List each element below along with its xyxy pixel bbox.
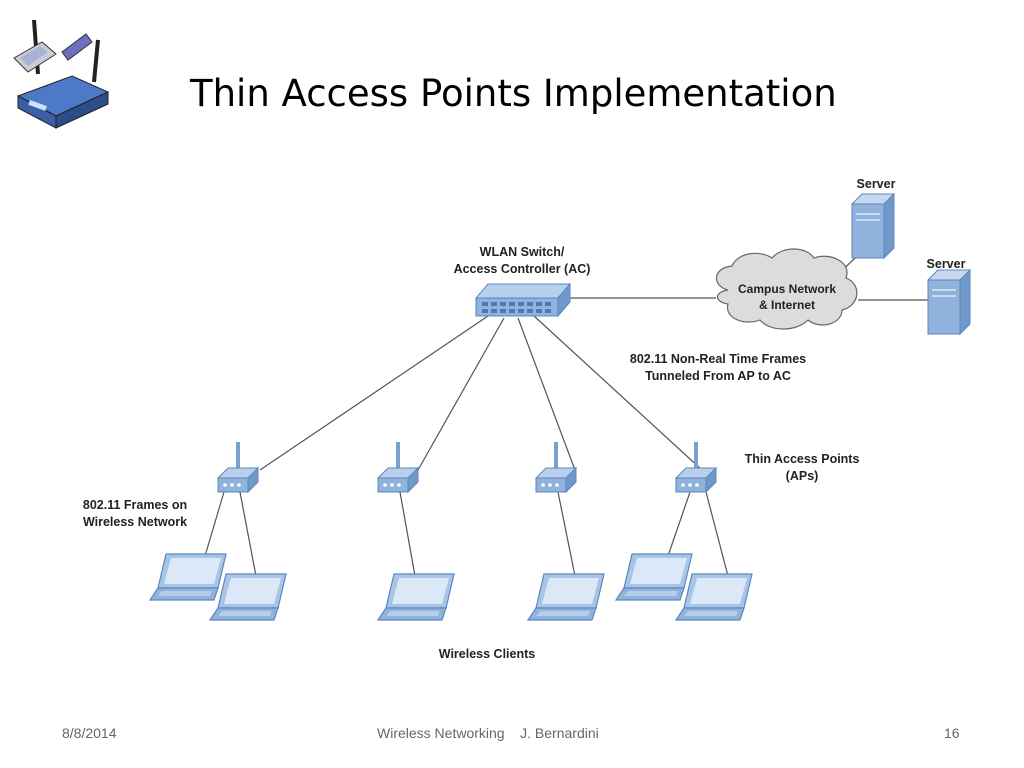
frames-label-line-2: Wireless Network — [82, 515, 188, 529]
link-ac-ap3 — [517, 317, 576, 471]
frames-label-line-1: 802.11 Frames on — [82, 498, 188, 512]
link-ac-ap4 — [533, 315, 703, 471]
laptop-icon-2 — [209, 573, 287, 621]
footer-center: Wireless Networking J. Bernardini — [377, 725, 599, 741]
server-icon-1 — [851, 193, 895, 259]
server-label-2: Server — [926, 257, 966, 271]
link-ap4-laptop5 — [667, 491, 691, 557]
link-ac-ap1 — [259, 315, 489, 471]
campus-label-line-1: Campus Network — [737, 282, 837, 296]
access-point-icon-2 — [376, 440, 420, 494]
access-point-icon-3 — [534, 440, 578, 494]
link-ap2-laptop3 — [399, 491, 416, 577]
wireless-router-logo-icon — [13, 19, 110, 129]
campus-network-cloud-icon — [715, 248, 858, 330]
footer-page-number: 16 — [944, 725, 960, 741]
campus-network-label: Campus Network & Internet — [722, 281, 852, 313]
access-point-icon-1 — [216, 440, 260, 494]
link-ap1-laptop1 — [204, 491, 225, 557]
wlan-switch-icon — [474, 282, 572, 318]
campus-label-line-2: & Internet — [758, 298, 815, 312]
controller-label-line-1: WLAN Switch/ — [479, 245, 565, 259]
connection-lines — [204, 247, 928, 577]
thin-aps-label: Thin Access Points (APs) — [732, 451, 872, 485]
tunnel-label-line-2: Tunneled From AP to AC — [645, 369, 791, 383]
laptop-icon-4 — [527, 573, 605, 621]
access-point-icon-4 — [674, 440, 718, 494]
controller-label: WLAN Switch/ Access Controller (AC) — [442, 244, 602, 278]
server-label-1: Server — [856, 177, 896, 191]
slide-title: Thin Access Points Implementation — [190, 72, 837, 115]
tunnel-label-line-1: 802.11 Non-Real Time Frames — [629, 352, 807, 366]
aps-label-line-1: Thin Access Points — [744, 452, 860, 466]
laptop-icon-1 — [149, 553, 227, 601]
link-ac-ap2 — [417, 317, 505, 471]
tunnel-label: 802.11 Non-Real Time Frames Tunneled Fro… — [612, 351, 824, 385]
footer-date: 8/8/2014 — [62, 725, 117, 741]
wireless-clients-label: Wireless Clients — [438, 647, 536, 661]
link-ap4-laptop6 — [705, 491, 729, 577]
link-ap1-laptop2 — [239, 491, 257, 577]
frames-label: 802.11 Frames on Wireless Network — [70, 497, 200, 531]
server-icon-2 — [927, 269, 971, 335]
controller-label-line-2: Access Controller (AC) — [453, 262, 591, 276]
link-ap3-laptop4 — [557, 491, 576, 577]
laptop-icon-6 — [675, 573, 753, 621]
aps-label-line-2: (APs) — [785, 469, 819, 483]
laptop-icon-5 — [615, 553, 693, 601]
laptop-icon-3 — [377, 573, 455, 621]
